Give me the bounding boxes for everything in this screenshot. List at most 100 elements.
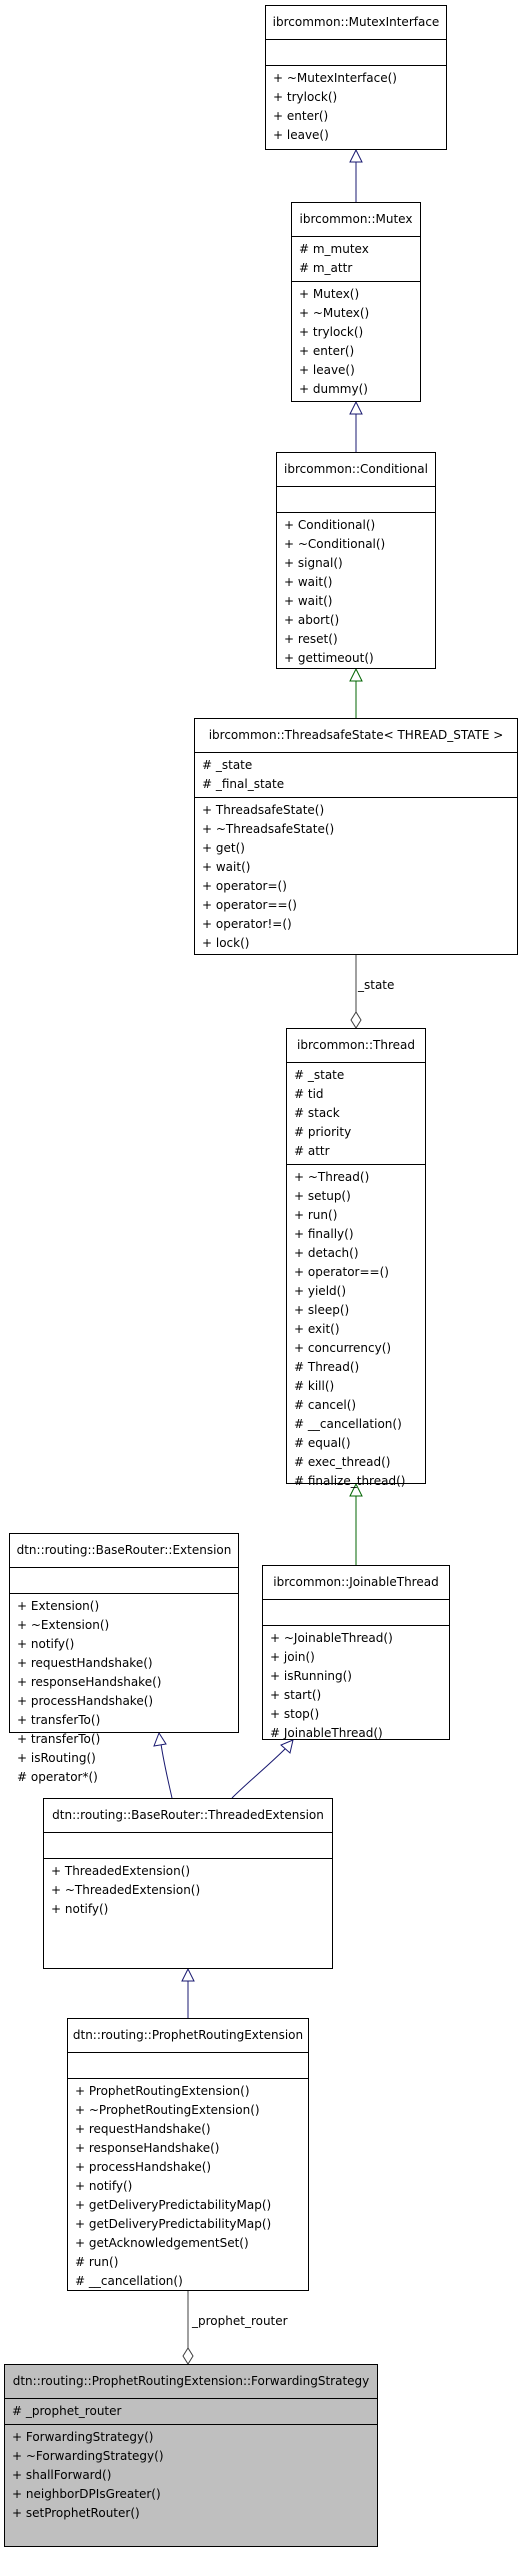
- class-operation: + requestHandshake(): [75, 2122, 211, 2136]
- class-attributes-section: # _state# tid# stack# priority# attr: [287, 1062, 425, 1164]
- inheritance-arrowhead: [349, 400, 363, 415]
- aggregation-diamond: [350, 1011, 362, 1029]
- edge-threadedextension-to-joinablethread: [231, 1747, 287, 1799]
- class-attributes-section: # _state# _final_state: [195, 752, 517, 797]
- class-operation: + start(): [270, 1688, 322, 1702]
- class-attributes-section: # _prophet_router: [5, 2398, 377, 2424]
- class-attributes-section: # m_mutex# m_attr: [292, 236, 420, 281]
- class-operation: + run(): [294, 1208, 338, 1222]
- class-operation: + Conditional(): [284, 518, 376, 532]
- class-operation: + wait(): [284, 575, 333, 589]
- inheritance-arrowhead: [181, 1967, 195, 1982]
- class-operation: + ~ForwardingStrategy(): [12, 2449, 164, 2463]
- class-operation: + enter(): [299, 344, 355, 358]
- class-operations-section: + ForwardingStrategy() + ~ForwardingStrat…: [5, 2424, 377, 2526]
- class-operation: + requestHandshake(): [17, 1656, 153, 1670]
- class-operation: + responseHandshake(): [75, 2141, 220, 2155]
- class-operation: + ProphetRoutingExtension(): [75, 2084, 250, 2098]
- class-operation: + wait(): [202, 860, 251, 874]
- class-title: dtn::routing::BaseRouter::Extension: [16, 1543, 232, 1557]
- class-operations-section: + ProphetRoutingExtension()+ ~ProphetRou…: [68, 2078, 308, 2294]
- class-joinablethread[interactable]: ibrcommon::JoinableThread+ ~JoinableThre…: [262, 1565, 450, 1740]
- class-operations-section: + ThreadsafeState()+ ~ThreadsafeState()+…: [195, 797, 517, 956]
- class-operation: + ~ThreadsafeState(): [202, 822, 335, 836]
- class-extension[interactable]: dtn::routing::BaseRouter::Extension+ Ext…: [9, 1533, 239, 1784]
- class-operation: + getAcknowledgementSet(): [75, 2236, 249, 2250]
- class-mutexinterface[interactable]: ibrcommon::MutexInterface+ ~MutexInterfa…: [265, 5, 447, 150]
- class-operation: + isRunning(): [270, 1669, 352, 1683]
- class-prophetroutingextension[interactable]: dtn::routing::ProphetRoutingExtension+ P…: [67, 2018, 309, 2291]
- class-operation: + ThreadedExtension(): [51, 1864, 191, 1878]
- class-attribute: # tid: [294, 1087, 324, 1101]
- class-attributes-section: [44, 1832, 332, 1858]
- class-operation: + sleep(): [294, 1303, 350, 1317]
- class-operation: # cancel(): [294, 1398, 357, 1412]
- class-operation: + ~JoinableThread(): [270, 1631, 393, 1645]
- class-operation: + transferTo(): [17, 1732, 101, 1746]
- class-mutex[interactable]: ibrcommon::Mutex# m_mutex# m_attr+ Mutex…: [291, 202, 421, 402]
- class-operation: + neighborDPIsGreater(): [12, 2487, 161, 2501]
- class-operation: + dummy(): [299, 382, 368, 396]
- class-title: ibrcommon::ThreadsafeState< THREAD_STATE…: [208, 728, 504, 742]
- class-operation: + leave(): [299, 363, 355, 377]
- class-operations-section: + ~JoinableThread() + join() + isRunning()…: [263, 1625, 449, 1746]
- class-operation: + reset(): [284, 632, 338, 646]
- class-operation: + isRouting(): [17, 1751, 96, 1765]
- class-operation: + notify(): [17, 1637, 75, 1651]
- class-threadedextension[interactable]: dtn::routing::BaseRouter::ThreadedExtens…: [43, 1798, 333, 1969]
- class-operation: + exit(): [294, 1322, 340, 1336]
- class-conditional[interactable]: ibrcommon::Conditional+ Conditional()+ ~…: [276, 452, 436, 669]
- class-operation: # Thread(): [294, 1360, 360, 1374]
- class-thread[interactable]: ibrcommon::Thread# _state# tid# stack# p…: [286, 1028, 426, 1488]
- class-operation: # JoinableThread(): [270, 1726, 383, 1740]
- class-operation: + operator!=(): [202, 917, 292, 931]
- class-operation: + responseHandshake(): [17, 1675, 162, 1689]
- class-operation: # operator*(): [17, 1770, 98, 1784]
- class-title: ibrcommon::MutexInterface: [272, 15, 440, 29]
- class-operation: + ~MutexInterface(): [273, 71, 397, 85]
- class-title: ibrcommon::JoinableThread: [273, 1575, 439, 1589]
- class-operation: + notify(): [75, 2179, 133, 2193]
- class-title: ibrcommon::Mutex: [299, 212, 413, 226]
- class-operations-section: + ThreadedExtension() + ~ThreadedExtensio…: [44, 1858, 332, 1922]
- class-operation: + finally(): [294, 1227, 354, 1241]
- class-attribute: # priority: [294, 1125, 352, 1139]
- class-title: dtn::routing::ProphetRoutingExtension: [72, 2028, 304, 2042]
- class-operation: + leave(): [273, 128, 329, 142]
- class-operations-section: + ~Thread()+ setup()+ run()+ finally()+ …: [287, 1164, 425, 1494]
- class-operation: + trylock(): [273, 90, 338, 104]
- class-operation: + getDeliveryPredictabilityMap(): [75, 2198, 272, 2212]
- class-operation: + gettimeout(): [284, 651, 374, 665]
- class-operation: + join(): [270, 1650, 315, 1664]
- class-attributes-section: [263, 1599, 449, 1625]
- class-attribute: # _prophet_router: [12, 2404, 122, 2418]
- class-operation: + ForwardingStrategy(): [12, 2430, 154, 2444]
- class-title: ibrcommon::Thread: [297, 1038, 415, 1052]
- class-operations-section: + Conditional()+ ~Conditional()+ signal(…: [277, 512, 435, 671]
- class-operation: + stop(): [270, 1707, 320, 1721]
- class-operation: + Mutex(): [299, 287, 360, 301]
- class-operations-section: + Extension()+ ~Extension()+ notify()+ r…: [10, 1593, 238, 1790]
- class-title: dtn::routing::BaseRouter::ThreadedExtens…: [52, 1808, 324, 1822]
- class-operation: + ~ThreadedExtension(): [51, 1883, 201, 1897]
- class-operation: + processHandshake(): [17, 1694, 154, 1708]
- class-operation: + setProphetRouter(): [12, 2506, 140, 2520]
- class-operation: + Extension(): [17, 1599, 100, 1613]
- class-attribute: # stack: [294, 1106, 340, 1120]
- class-attributes-section: [10, 1567, 238, 1593]
- class-operation: + operator=(): [202, 879, 287, 893]
- class-operation: # finalize_thread(): [294, 1474, 406, 1488]
- class-forwardingstrategy[interactable]: dtn::routing::ProphetRoutingExtension::F…: [4, 2364, 378, 2547]
- class-operation: # __cancellation(): [75, 2274, 183, 2288]
- class-title: dtn::routing::ProphetRoutingExtension::F…: [12, 2374, 370, 2388]
- class-operation: + concurrency(): [294, 1341, 392, 1355]
- class-operation: + notify(): [51, 1902, 109, 1916]
- class-threadsafestate[interactable]: ibrcommon::ThreadsafeState< THREAD_STATE…: [194, 718, 518, 955]
- class-operation: + detach(): [294, 1246, 359, 1260]
- aggregation-diamond: [182, 2347, 194, 2365]
- class-operation: # __cancellation(): [294, 1417, 402, 1431]
- class-operation: # kill(): [294, 1379, 335, 1393]
- class-attribute: # m_attr: [299, 261, 353, 275]
- class-operation: + setup(): [294, 1189, 351, 1203]
- class-attribute: # attr: [294, 1144, 330, 1158]
